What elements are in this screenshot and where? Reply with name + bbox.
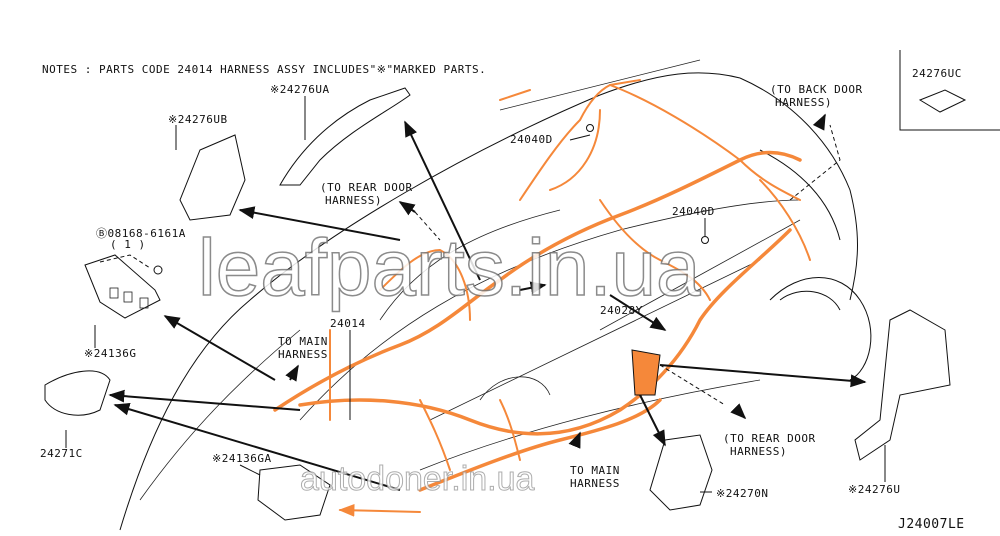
notes-text: NOTES : PARTS CODE 24014 HARNESS ASSY IN…	[42, 63, 486, 76]
part-24276UA	[279, 87, 411, 186]
label-24276UB: ※24276UB	[168, 113, 228, 126]
label-24136GA: ※24136GA	[212, 452, 272, 465]
label-24028Y: 24028Y	[600, 304, 643, 317]
main-harness-24014	[273, 79, 811, 517]
leader-arrows	[65, 96, 886, 493]
label-24276UC: 24276UC	[912, 67, 962, 80]
label-24270N: ※24270N	[716, 487, 768, 500]
label-24014: 24014	[330, 317, 366, 330]
callout-rear-door-top-2: HARNESS)	[325, 194, 382, 207]
callout-rear-door-top-1: (TO REAR DOOR	[320, 181, 413, 194]
part-08168-bolt	[99, 254, 163, 275]
label-24276U: ※24276U	[848, 483, 900, 496]
vehicle-body-outline	[119, 50, 1000, 531]
part-24276UC	[918, 89, 967, 113]
label-24040D-a: 24040D	[510, 133, 553, 146]
label-24136G: ※24136G	[84, 347, 136, 360]
watermark-secondary: autodoner.in.ua	[300, 460, 535, 498]
part-24136G	[84, 254, 161, 319]
part-clip-24040D	[569, 124, 709, 244]
figure-code: J24007LE	[898, 517, 965, 532]
callout-back-door-2: HARNESS)	[775, 96, 832, 109]
callout-rear-door-bottom-1: (TO REAR DOOR	[723, 432, 816, 445]
part-24271C	[44, 370, 111, 416]
part-24276U	[854, 309, 951, 461]
callout-main-bottom-1: TO MAIN	[570, 464, 620, 477]
callout-main-left-1: TO MAIN	[278, 335, 328, 348]
watermark-main: leafparts.in.ua	[198, 223, 701, 312]
part-24270N	[649, 434, 713, 511]
label-24276UA: ※24276UA	[270, 83, 330, 96]
callout-rear-door-bottom-2: HARNESS)	[730, 445, 787, 458]
label-08168-qty: ( 1 )	[110, 238, 146, 251]
callout-main-bottom-2: HARNESS	[570, 477, 620, 490]
label-24040D-b: 24040D	[672, 205, 715, 218]
label-08168: Ⓑ08168-6161A	[96, 227, 186, 240]
part-24276UB	[179, 134, 246, 221]
part-24136GA	[257, 464, 331, 521]
label-24271C: 24271C	[40, 447, 83, 460]
callout-back-door-1: (TO BACK DOOR	[770, 83, 863, 96]
callout-main-left-2: HARNESS	[278, 348, 328, 361]
